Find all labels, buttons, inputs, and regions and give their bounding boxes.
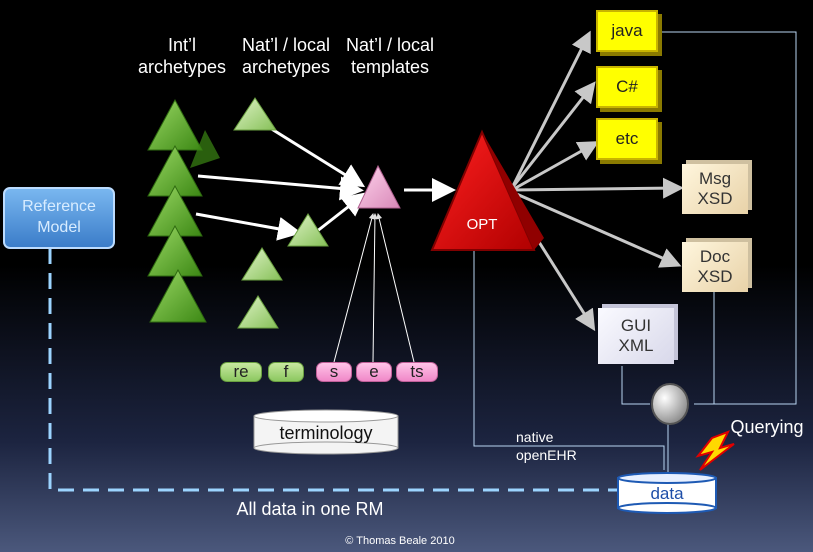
data-label: data: [650, 484, 684, 503]
output-doc-xsd: Doc XSD: [682, 242, 748, 292]
lightning-icon: [695, 430, 735, 471]
natl-archetype-triangles: [233, 97, 329, 329]
output-java: java: [596, 10, 658, 52]
native-openehr-label: native openEHR: [516, 429, 577, 463]
subset-s: s: [316, 362, 352, 382]
output-msg-xsd: Msg XSD: [682, 164, 748, 214]
terminology-label: terminology: [279, 423, 373, 443]
all-data-caption: All data in one RM: [236, 499, 384, 519]
copyright-notice: © Thomas Beale 2010: [345, 535, 455, 547]
query-connectors: [473, 31, 797, 472]
opt-label: OPT: [466, 216, 498, 233]
reference-model-box: [3, 187, 115, 249]
output-csharp: C#: [596, 66, 658, 108]
terminology-cylinder: [253, 409, 399, 455]
heading-intl-archetypes: Int’l archetypes: [137, 35, 227, 77]
output-gui-xml: GUI XML: [598, 308, 674, 364]
data-cylinder: [617, 472, 717, 514]
subset-links: [333, 213, 415, 363]
subset-re: re: [220, 362, 262, 382]
querying-label: Querying: [730, 417, 804, 437]
opt-triangle-side: [482, 132, 544, 250]
reference-model-label: Reference Model: [22, 198, 96, 236]
subset-ts: ts: [396, 362, 438, 382]
heading-natl-templates: Nat’l / local templates: [345, 35, 435, 77]
output-etc: etc: [596, 118, 658, 160]
subset-e: e: [356, 362, 392, 382]
intl-archetype-triangles: [147, 98, 220, 323]
heading-natl-archetypes: Nat’l / local archetypes: [241, 35, 331, 77]
composition-arrows: [195, 126, 456, 241]
query-engine-knob: [651, 383, 689, 425]
rm-to-data-dashed-link: [48, 248, 620, 492]
subset-f: f: [268, 362, 304, 382]
template-triangle: [357, 164, 401, 209]
